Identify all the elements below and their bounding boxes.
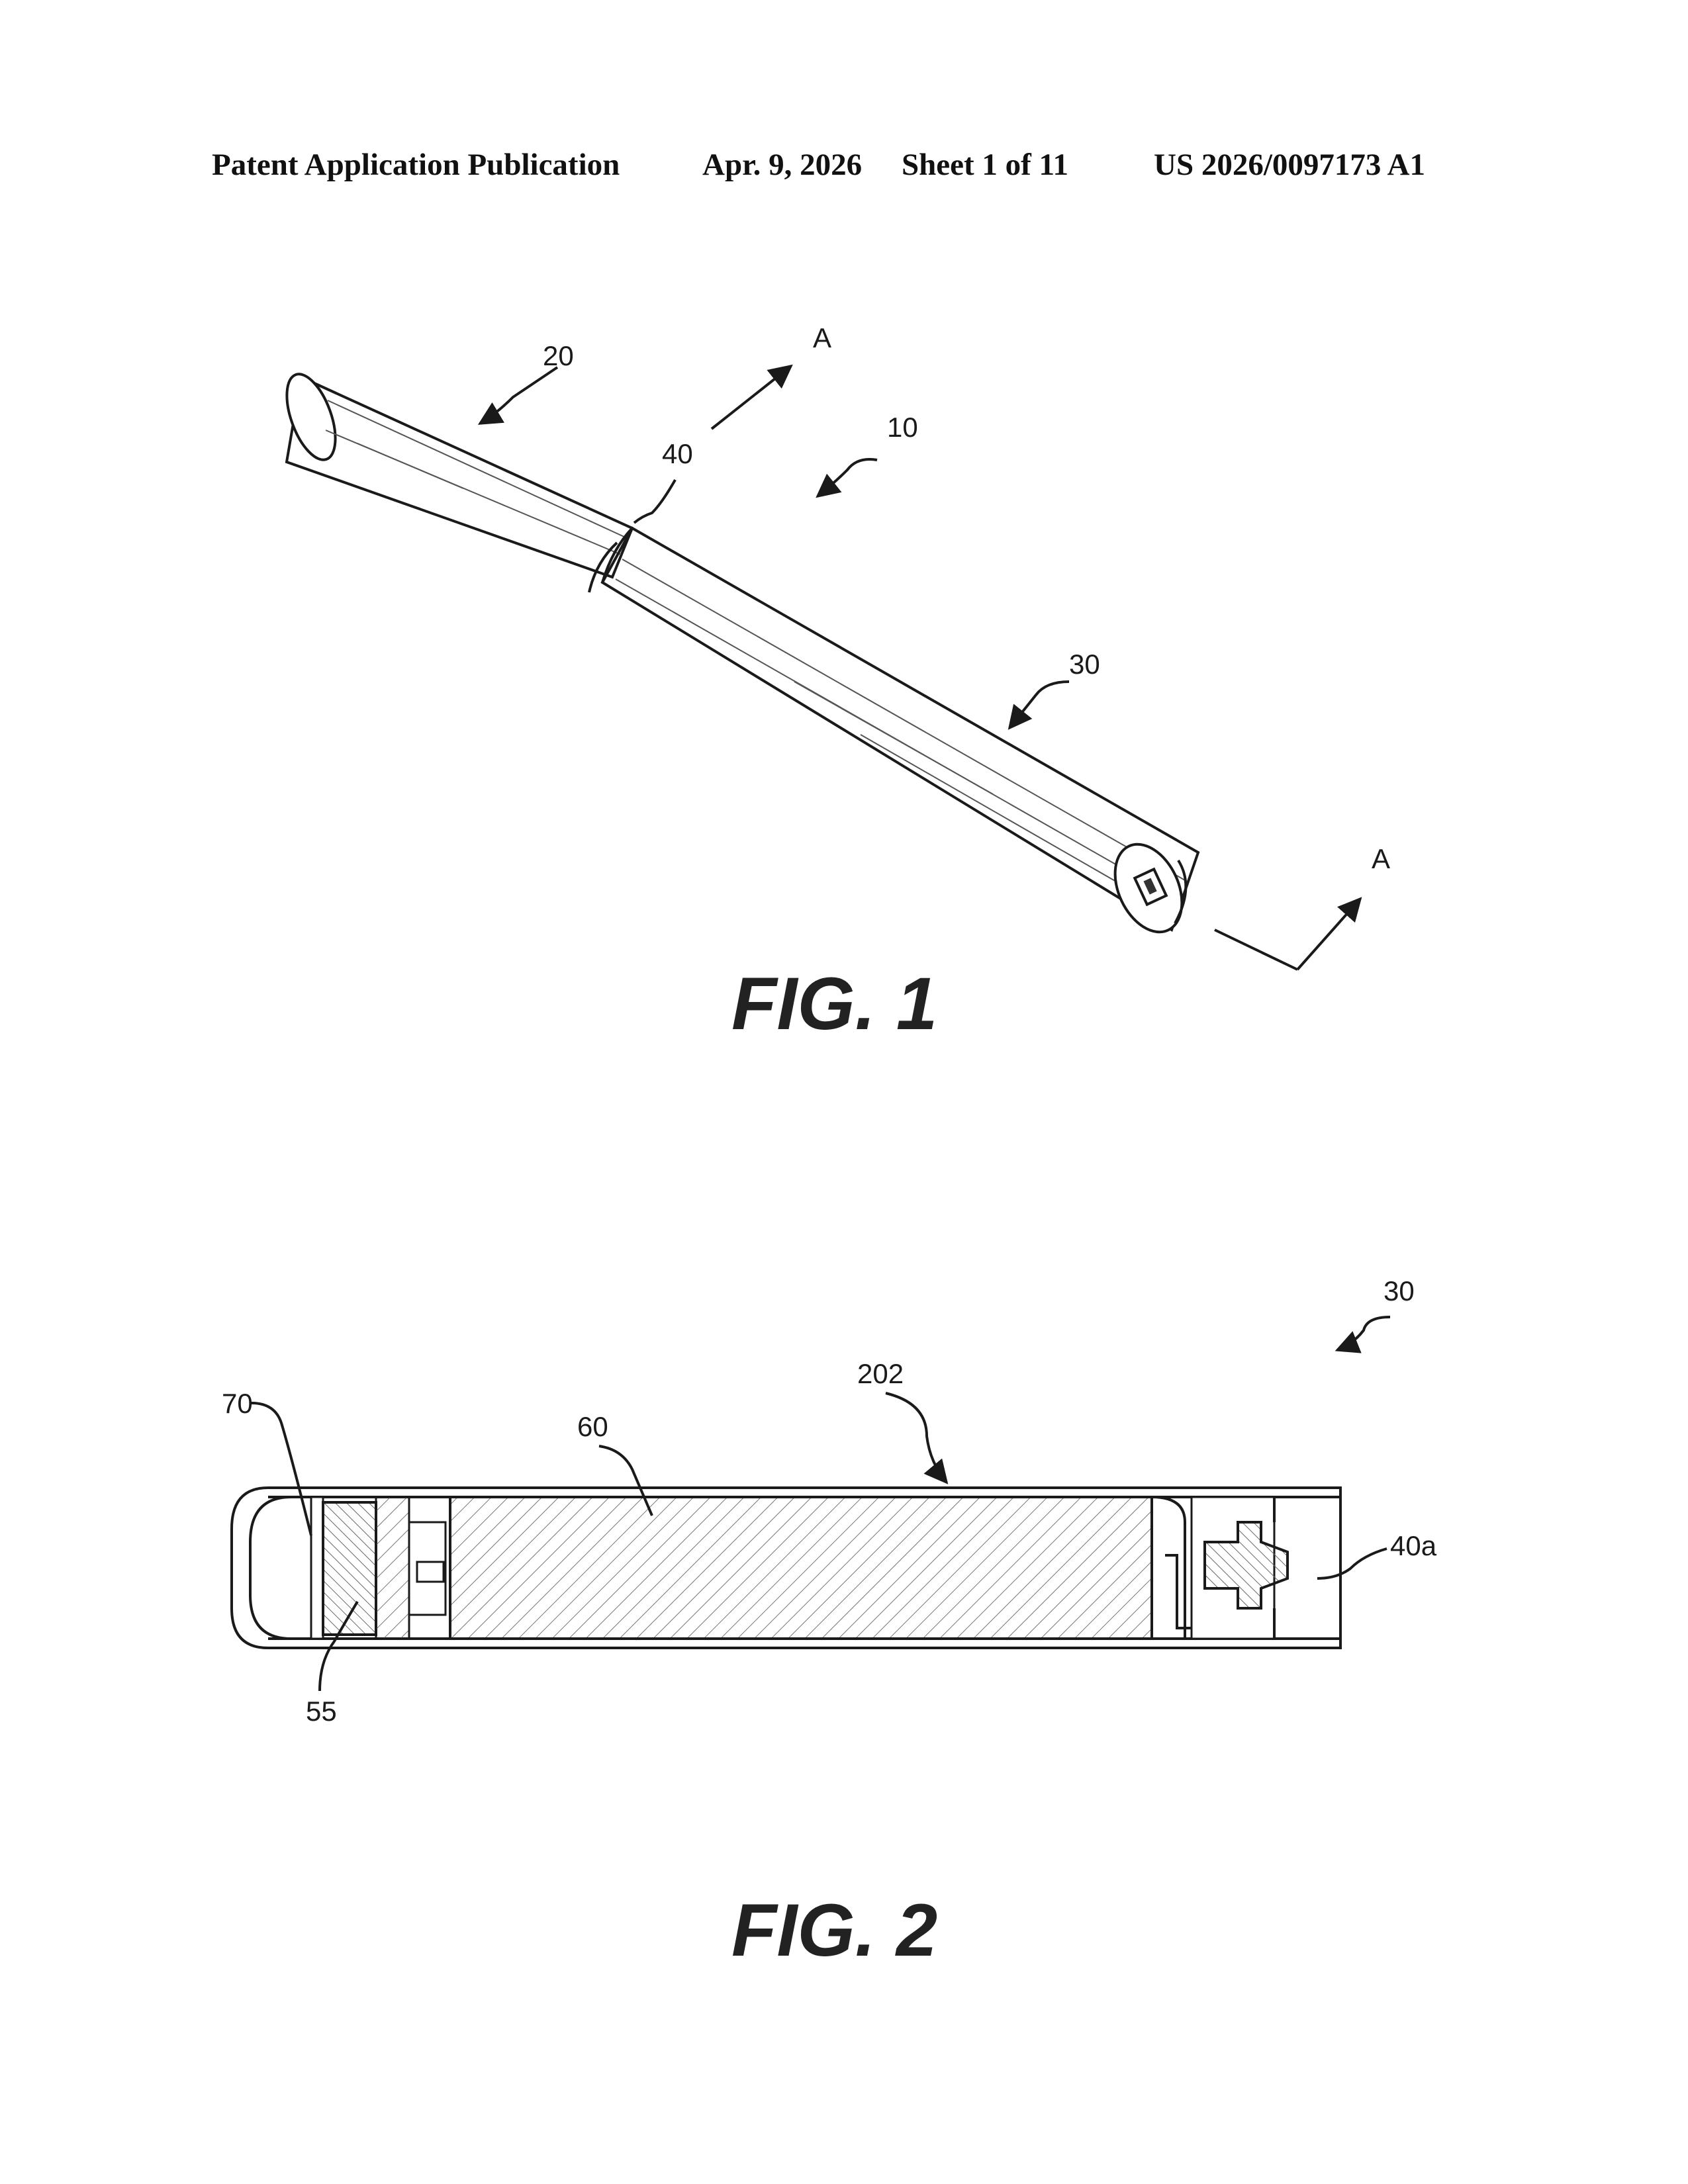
fig2-leader-202 [886, 1393, 947, 1482]
fig2-label-55: 55 [306, 1696, 337, 1727]
fig1-section-line-bottom [1215, 930, 1297, 970]
fig1-label-40: 40 [662, 438, 693, 469]
fig1-caption: FIG. 1 [731, 962, 937, 1045]
fig1-label-a-top: A [813, 322, 831, 353]
fig2-leader-30 [1337, 1317, 1390, 1350]
fig1-section-arrow-bottom [1297, 899, 1360, 970]
fig1-leader-30 [1009, 682, 1069, 728]
fig2-leader-70 [252, 1403, 311, 1535]
fig2-label-30: 30 [1383, 1275, 1415, 1306]
fig1-label-20: 20 [543, 340, 574, 371]
fig1-label-10: 10 [887, 412, 918, 443]
fig1-label-a-bottom: A [1372, 843, 1390, 874]
fig1-section-arrow-top [712, 366, 791, 429]
fig2-caption: FIG. 2 [731, 1889, 937, 1972]
fig2-label-60: 60 [577, 1411, 608, 1442]
fig1-device [277, 368, 1198, 943]
fig1-label-30: 30 [1069, 649, 1100, 680]
fig1-section-20-body [287, 377, 632, 577]
fig2-cross-section [232, 1488, 1340, 1648]
fig1-leader-40 [634, 480, 675, 523]
fig1-leader-20 [480, 367, 557, 424]
fig2-leader-40a [1317, 1549, 1387, 1578]
fig2-component-70 [311, 1497, 323, 1639]
fig1-section-30-body [602, 528, 1198, 930]
fig2-label-70: 70 [222, 1388, 253, 1419]
fig2-battery-60 [450, 1497, 1152, 1639]
fig2-label-202: 202 [857, 1358, 904, 1389]
fig2-label-40a: 40a [1390, 1530, 1437, 1561]
fig2-wire [1165, 1555, 1192, 1628]
fig1-leader-10 [818, 459, 877, 496]
